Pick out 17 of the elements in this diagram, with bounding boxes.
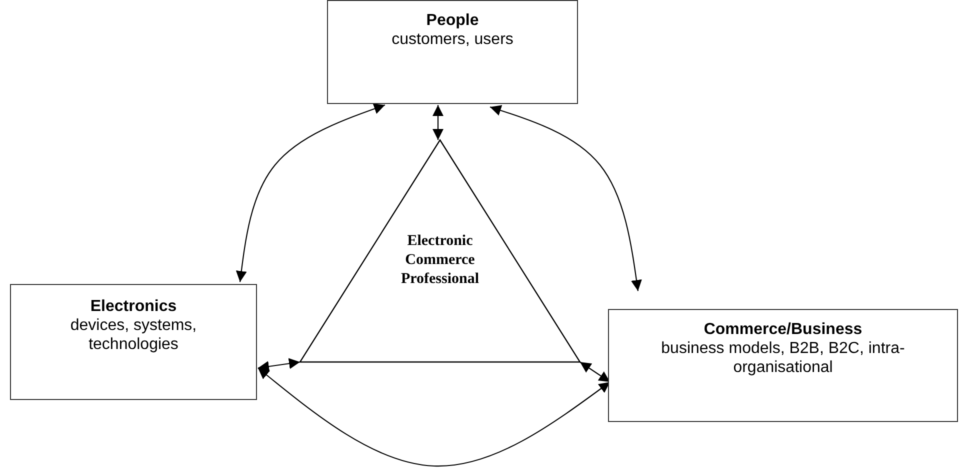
box-title: People <box>425 11 480 30</box>
double-arrow <box>258 368 610 467</box>
box-text: Electronic Commerce Professional <box>400 232 480 289</box>
double-arrow <box>236 104 386 282</box>
rectangle-box <box>10 284 257 400</box>
box-title: Electronics <box>89 297 178 316</box>
triangle <box>300 140 580 362</box>
double-arrow <box>490 105 642 292</box>
box-text: customers, users <box>390 30 514 49</box>
double-arrow <box>258 358 300 372</box>
box-title: Commerce/Business <box>702 320 864 339</box>
box-text: business models, B2B, B2C, intra-organisational <box>660 339 906 377</box>
double-arrow <box>432 105 444 140</box>
rectangle-box <box>327 0 578 104</box>
double-arrow <box>580 362 610 382</box>
rectangle-box <box>608 309 958 422</box>
box-text: devices, systems, technologies <box>69 316 198 354</box>
